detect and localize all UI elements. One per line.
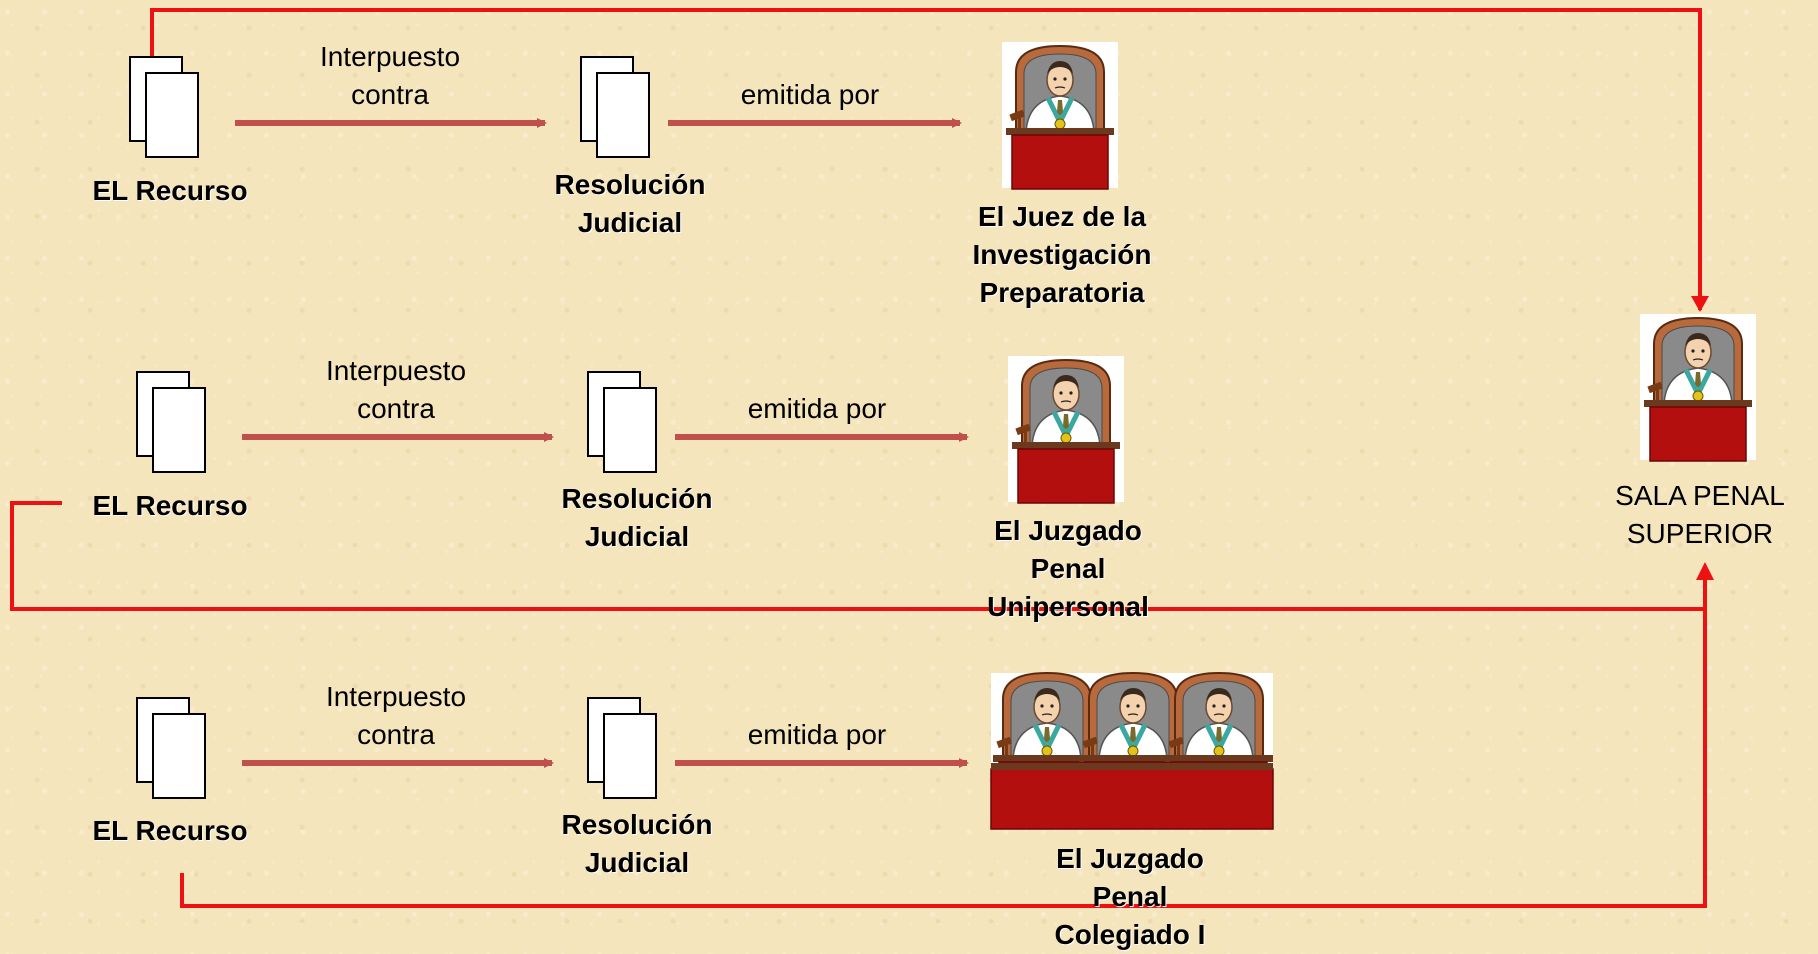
connector-row3-to-sala — [180, 566, 1707, 908]
judge-icon — [1008, 356, 1124, 503]
document-stack-icon — [587, 371, 657, 473]
judge-label: El Juzgado Penal Colegiado I — [1054, 843, 1206, 950]
interpuesto-label: Interpuesto contra — [319, 41, 461, 110]
document-stack-icon — [129, 56, 199, 158]
connector-row2-to-sala — [10, 501, 1705, 611]
recurso-label: EL Recurso — [92, 815, 248, 846]
connector-row1-arrowhead — [1691, 296, 1709, 312]
interpuesto-label: Interpuesto contra — [325, 681, 467, 750]
recurso-label: EL Recurso — [92, 175, 248, 206]
document-stack-icon — [136, 697, 206, 799]
sala-penal-superior-label: SALA PENAL SUPERIOR — [1615, 480, 1785, 549]
judge-icon — [1002, 42, 1118, 189]
document-stack-icon — [580, 56, 650, 158]
resolucion-label: Resolución Judicial — [554, 169, 706, 238]
connector-row3-arrowhead — [1696, 562, 1714, 580]
emitida-label: emitida por — [747, 393, 887, 424]
emitida-label: emitida por — [740, 79, 880, 110]
judge-label: El Juez de la Investigación Preparatoria — [972, 201, 1152, 308]
document-stack-icon — [136, 371, 206, 473]
document-stack-icon — [587, 697, 657, 799]
resolucion-label: Resolución Judicial — [561, 809, 713, 878]
emitida-label: emitida por — [747, 719, 887, 750]
judge-label: El Juzgado Penal Unipersonal — [987, 515, 1149, 622]
sala-judge-icon — [1640, 314, 1756, 461]
connector-row1-to-sala — [150, 8, 1702, 310]
resolucion-label: Resolución Judicial — [561, 483, 713, 552]
interpuesto-label: Interpuesto contra — [325, 355, 467, 424]
judges-panel-icon — [990, 673, 1273, 830]
recurso-label: EL Recurso — [92, 490, 248, 521]
